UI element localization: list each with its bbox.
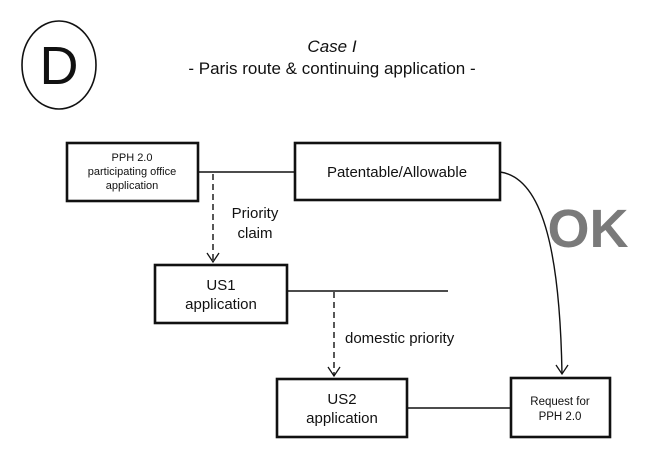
priority-claim-label-1: Priority xyxy=(232,205,279,222)
case-subtitle: - Paris route & continuing application - xyxy=(188,59,475,78)
priority-claim-label-2: claim xyxy=(237,225,272,242)
node-label-line: PPH 2.0 xyxy=(539,411,582,423)
node-label-line: application xyxy=(306,410,378,427)
node-patentable-allowable: Patentable/Allowable xyxy=(295,143,500,200)
ok-status-label: OK xyxy=(548,199,629,259)
node-us2-application: US2 application xyxy=(277,379,407,437)
domestic-priority-label: domestic priority xyxy=(345,330,455,347)
case-title: Case I xyxy=(307,37,356,56)
badge-letter: D xyxy=(40,36,79,96)
node-box xyxy=(155,265,287,323)
node-label-line: US2 xyxy=(327,391,356,408)
node-label-line: participating office xyxy=(88,166,176,178)
node-label-line: PPH 2.0 xyxy=(112,152,153,164)
node-label-line: US1 xyxy=(206,277,235,294)
node-pph-office-application: PPH 2.0 participating office application xyxy=(67,143,198,201)
node-box xyxy=(277,379,407,437)
node-label-line: application xyxy=(106,180,159,192)
case-badge: D xyxy=(22,21,96,109)
node-request-for-pph: Request for PPH 2.0 xyxy=(511,378,610,437)
node-label-line: application xyxy=(185,296,257,313)
node-label-line: Request for xyxy=(530,396,590,408)
node-us1-application: US1 application xyxy=(155,265,287,323)
node-label-line: Patentable/Allowable xyxy=(327,164,467,181)
